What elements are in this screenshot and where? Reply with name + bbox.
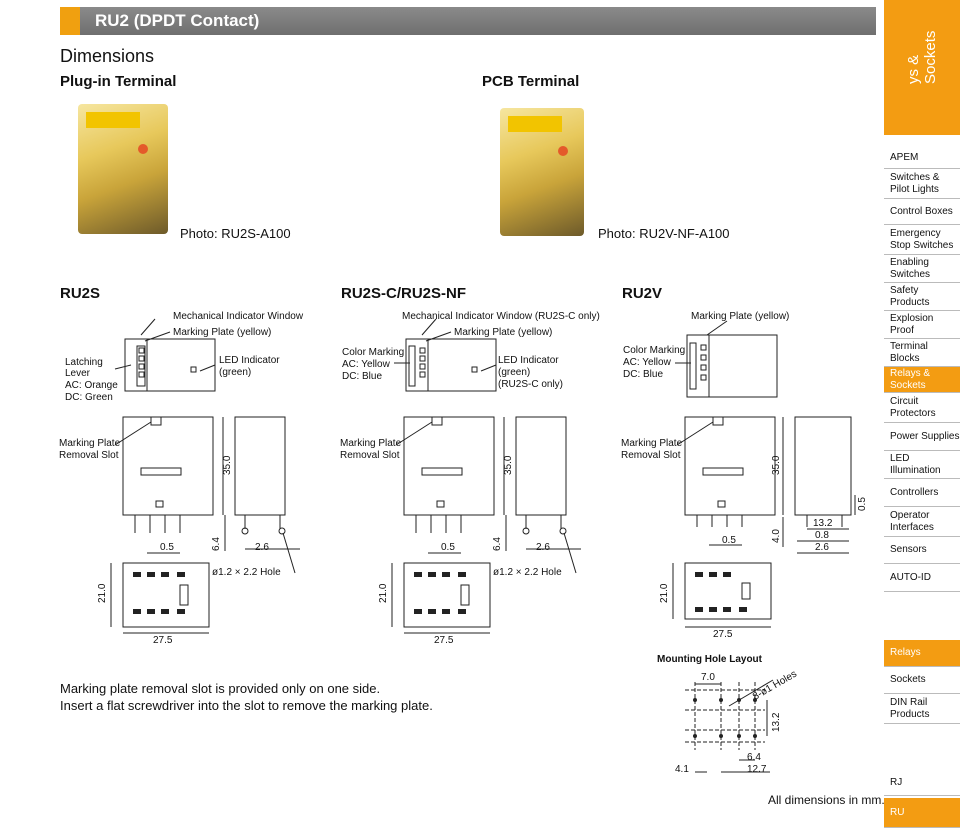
ru2s-label-lever-1: Lever xyxy=(65,368,91,379)
sidebar-item-power-supplies[interactable]: Power Supplies xyxy=(884,423,960,451)
ru2v-dim-pin-w: 0.5 xyxy=(722,535,736,546)
ru2s-drawing: Mechanical Indicator Window Marking Plat… xyxy=(55,305,315,655)
sidebar-item-relays-sockets[interactable]: Relays & Sockets xyxy=(884,367,960,393)
mounting-d132: 13.2 xyxy=(771,712,782,732)
sidebar-item-explosion-proof[interactable]: Explosion Proof xyxy=(884,311,960,339)
header-accent-tab xyxy=(60,7,80,35)
ru2sc-drawing: Mechanical Indicator Window (RU2S-C only… xyxy=(336,305,606,655)
sidebar-subitem-din-rail[interactable]: DIN Rail Products xyxy=(884,694,960,724)
sidebar-item-auto-id[interactable]: AUTO-ID xyxy=(884,564,960,592)
ru2v-dim-05: 0.5 xyxy=(857,497,868,511)
ru2s-label-slot-0: Marking Plate xyxy=(59,438,121,449)
mounting-d127: 12.7 xyxy=(747,764,767,775)
sidebar-item-emergency-stop[interactable]: Emergency Stop Switches xyxy=(884,225,960,255)
ru2v-label-color-2: DC: Blue xyxy=(623,369,663,380)
ru2s-dim-pin-w: 0.5 xyxy=(160,542,174,553)
ru2sc-dim-base-w: 27.5 xyxy=(434,635,454,646)
sidebar-subitem-relays[interactable]: Relays xyxy=(884,640,960,667)
sidebar-item-control-boxes[interactable]: Control Boxes xyxy=(884,199,960,225)
ru2sc-dim-hole: ø1.2 × 2.2 Hole xyxy=(493,567,562,578)
ru2sc-label-plate: Marking Plate (yellow) xyxy=(454,327,552,338)
ru2sc-dim-base-h: 21.0 xyxy=(378,583,389,603)
ru2sc-dim-h: 35.0 xyxy=(503,455,514,475)
ru2sc-label-slot-0: Marking Plate xyxy=(340,438,402,449)
ru2s-dim-base-h: 21.0 xyxy=(97,583,108,603)
ru2sc-label-led-2: (RU2S-C only) xyxy=(498,379,563,390)
ru2s-label-lever-2: AC: Orange xyxy=(65,380,118,391)
ru2v-dim-08: 0.8 xyxy=(815,530,829,541)
section-title: Dimensions xyxy=(60,46,155,66)
footer-note: All dimensions in mm. xyxy=(768,793,885,807)
ru2s-label-lever-3: DC: Green xyxy=(65,392,113,403)
mounting-title: Mounting Hole Layout xyxy=(657,654,763,665)
note-line-2: Insert a flat screwdriver into the slot … xyxy=(60,698,433,713)
plugin-heading: Plug-in Terminal xyxy=(60,73,177,90)
ru2s-dim-pin: 6.4 xyxy=(211,537,222,551)
ru2s-label-window: Mechanical Indicator Window xyxy=(173,311,304,322)
ru2v-title: RU2V xyxy=(622,285,663,302)
ru2v-dim-pin: 4.0 xyxy=(771,529,782,543)
ru2v-photo xyxy=(500,108,584,236)
sidebar-item-controllers[interactable]: Controllers xyxy=(884,479,960,507)
sidebar-item-switches[interactable]: Switches & Pilot Lights xyxy=(884,169,960,199)
ru2sc-label-led-0: LED Indicator xyxy=(498,355,559,366)
note-line-1: Marking plate removal slot is provided o… xyxy=(60,681,381,696)
ru2v-label-color-1: AC: Yellow xyxy=(623,357,672,368)
ru2s-dim-base-w: 27.5 xyxy=(153,635,173,646)
sidebar-series-rj[interactable]: RJ xyxy=(884,770,960,796)
ru2sc-dim-pin-w: 0.5 xyxy=(441,542,455,553)
ru2s-dim-h: 35.0 xyxy=(222,455,233,475)
ru2s-label-slot-1: Removal Slot xyxy=(59,450,119,461)
ru2s-label-led-0: LED Indicator xyxy=(219,355,280,366)
ru2v-drawing: Marking Plate (yellow) Color Marking AC:… xyxy=(617,305,877,655)
ru2sc-label-led-1: (green) xyxy=(498,367,530,378)
ru2sc-label-color-1: AC: Yellow xyxy=(342,359,391,370)
mounting-hole-layout: Mounting Hole Layout 7.0 8-ø1 Holes 13.2… xyxy=(655,650,805,785)
sidebar-subitem-sockets[interactable]: Sockets xyxy=(884,667,960,694)
mounting-d41: 4.1 xyxy=(675,764,689,775)
header-bar xyxy=(60,7,876,35)
sidebar-series-ru[interactable]: RU xyxy=(884,798,960,828)
sidebar-item-enabling[interactable]: Enabling Switches xyxy=(884,255,960,283)
sidebar-item-led-illumination[interactable]: LED Illumination xyxy=(884,451,960,479)
sidebar-item-safety[interactable]: Safety Products xyxy=(884,283,960,311)
ru2s-dim-pitch: 2.6 xyxy=(255,542,269,553)
ru2v-label-plate: Marking Plate (yellow) xyxy=(691,311,789,322)
ru2sc-title: RU2S-C/RU2S-NF xyxy=(341,285,467,302)
sidebar-category-label: ys & Sockets xyxy=(905,30,939,84)
ru2v-dim-26: 2.6 xyxy=(815,542,829,553)
sidebar-item-sensors[interactable]: Sensors xyxy=(884,537,960,564)
plugin-photo-caption: Photo: RU2S-A100 xyxy=(180,226,291,241)
ru2s-photo xyxy=(78,104,168,234)
ru2sc-label-color-0: Color Marking xyxy=(342,347,404,358)
sidebar-category-banner xyxy=(884,0,960,135)
ru2s-title: RU2S xyxy=(60,285,101,302)
ru2s-dim-hole: ø1.2 × 2.2 Hole xyxy=(212,567,281,578)
ru2v-label-color-0: Color Marking xyxy=(623,345,685,356)
pcb-photo-caption: Photo: RU2V-NF-A100 xyxy=(598,226,730,241)
mounting-d70: 7.0 xyxy=(701,672,715,683)
ru2sc-dim-pin: 6.4 xyxy=(492,537,503,551)
sidebar-item-terminal-blocks[interactable]: Terminal Blocks xyxy=(884,339,960,367)
ru2v-dim-132: 13.2 xyxy=(813,518,833,529)
ru2sc-label-color-2: DC: Blue xyxy=(342,371,382,382)
ru2sc-label-window: Mechanical Indicator Window (RU2S-C only… xyxy=(402,311,600,322)
mounting-holes: 8-ø1 Holes xyxy=(751,669,799,703)
ru2v-dim-base-h: 21.0 xyxy=(659,583,670,603)
ru2v-label-slot-1: Removal Slot xyxy=(621,450,681,461)
ru2v-label-slot-0: Marking Plate xyxy=(621,438,683,449)
page-title: RU2 (DPDT Contact) xyxy=(95,11,260,30)
sidebar-item-apem[interactable]: APEM xyxy=(884,147,960,169)
sidebar-item-operator-interfaces[interactable]: Operator Interfaces xyxy=(884,507,960,537)
sidebar-item-circuit-protectors[interactable]: Circuit Protectors xyxy=(884,393,960,423)
ru2v-dim-h: 35.0 xyxy=(771,455,782,475)
ru2sc-dim-pitch: 2.6 xyxy=(536,542,550,553)
ru2v-dim-base-w: 27.5 xyxy=(713,629,733,640)
ru2s-label-led-1: (green) xyxy=(219,367,251,378)
ru2s-label-plate: Marking Plate (yellow) xyxy=(173,327,271,338)
mounting-d64: 6.4 xyxy=(747,752,761,763)
ru2sc-label-slot-1: Removal Slot xyxy=(340,450,400,461)
ru2s-label-lever-0: Latching xyxy=(65,357,103,368)
pcb-heading: PCB Terminal xyxy=(482,73,580,90)
